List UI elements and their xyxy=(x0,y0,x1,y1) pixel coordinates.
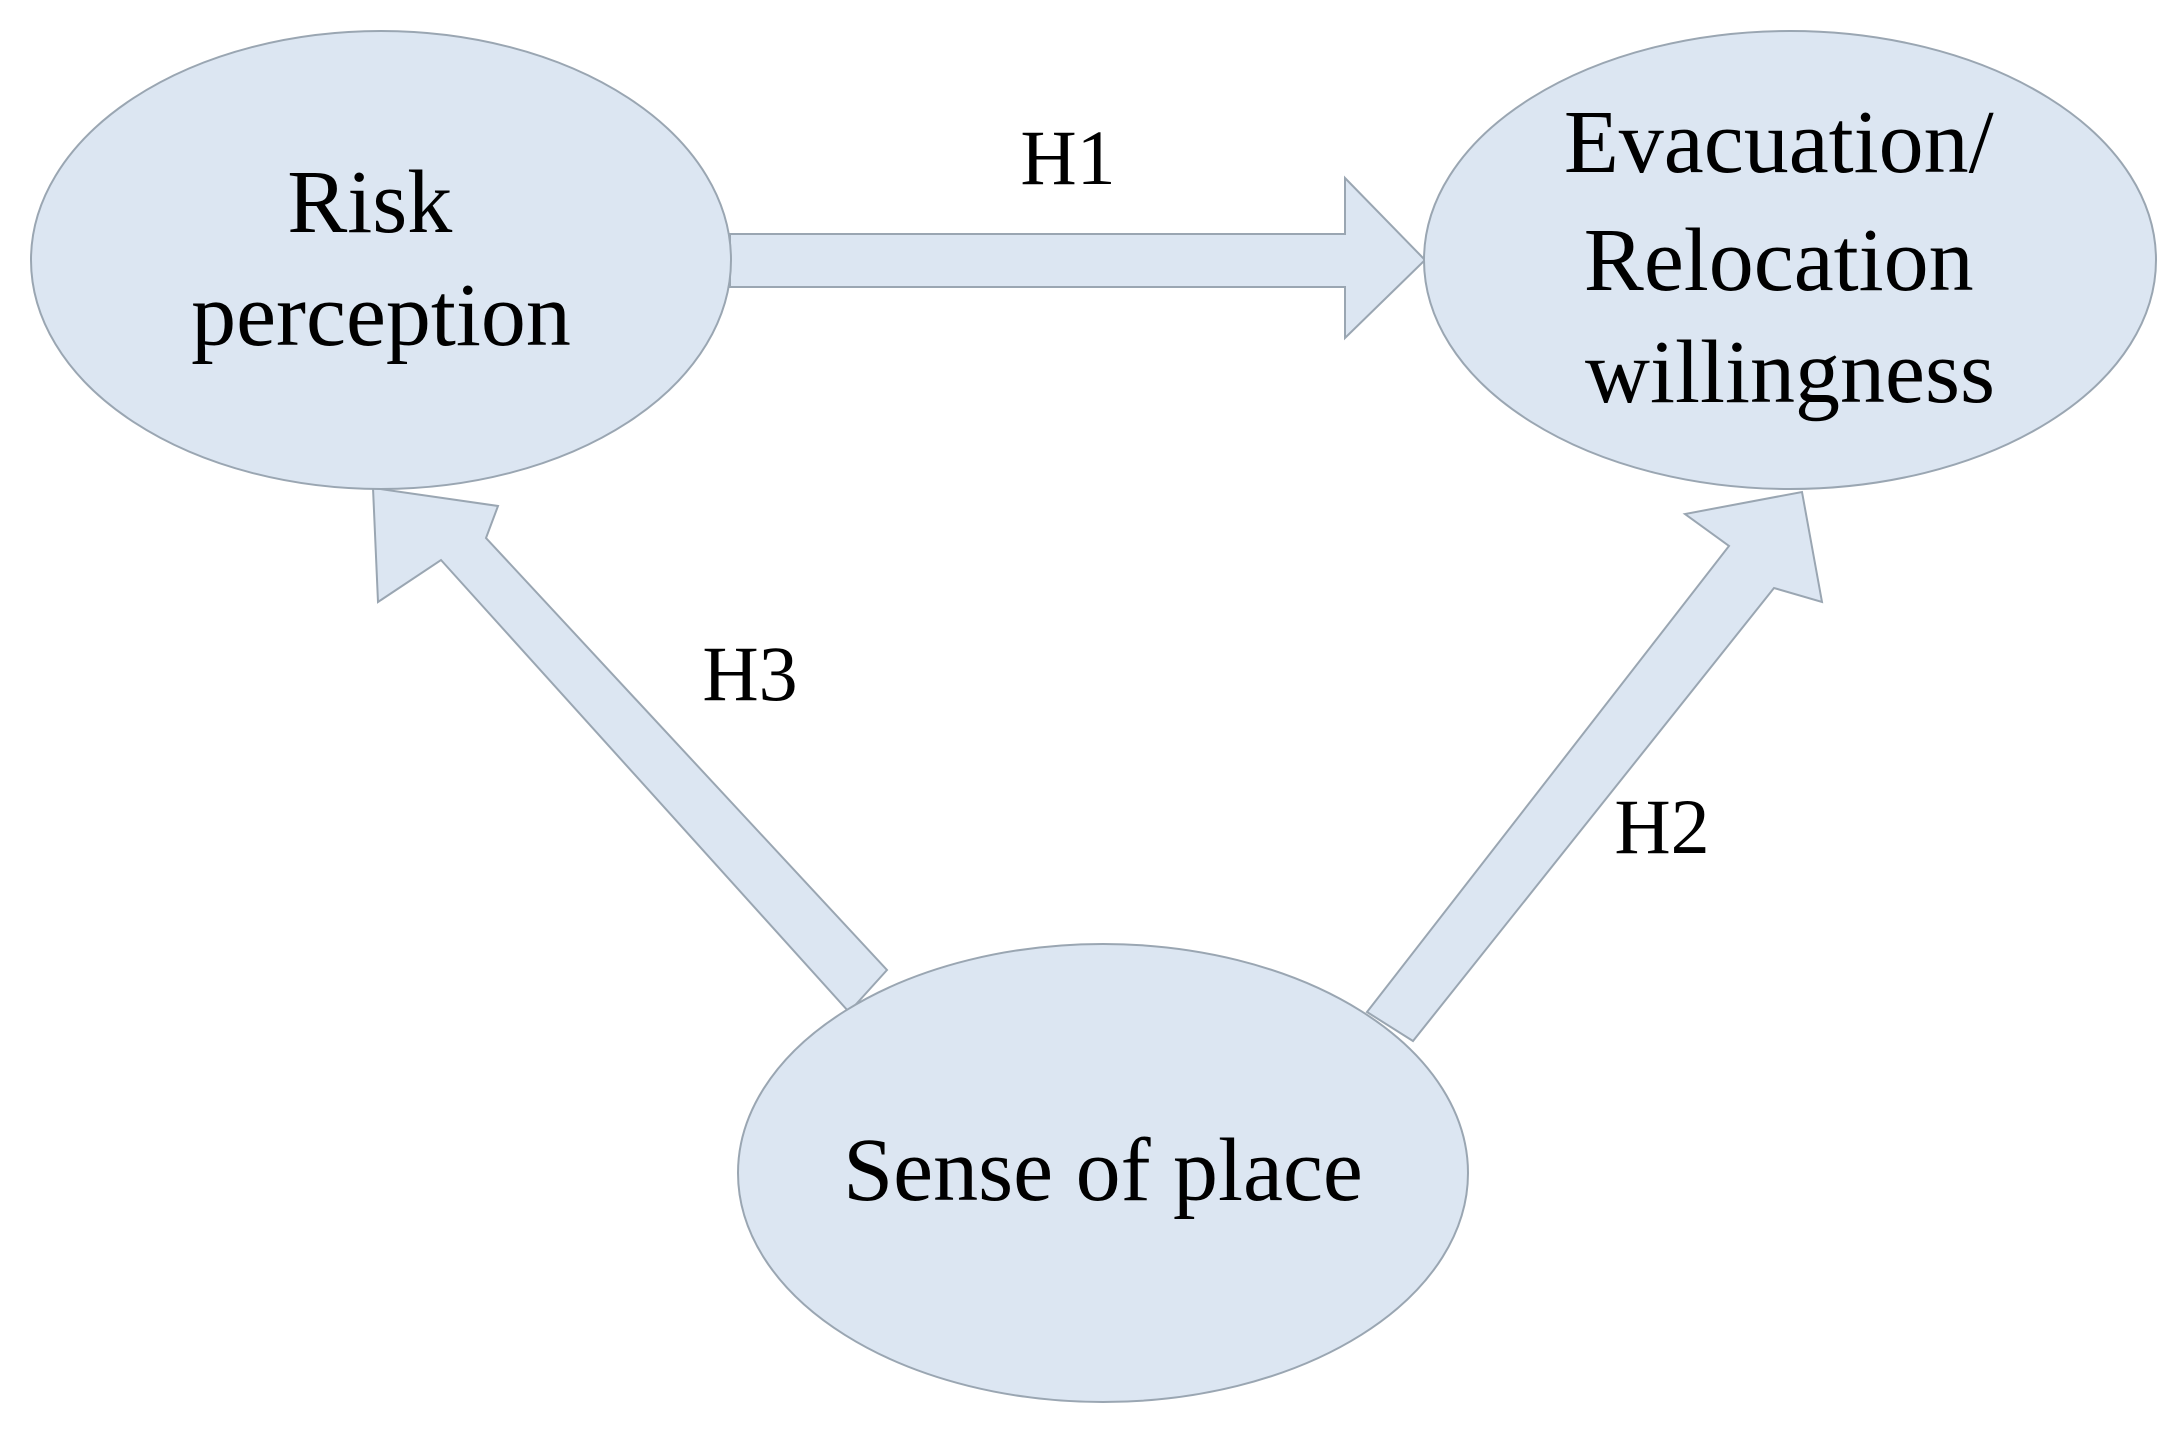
node-risk-perception-label: Risk perception xyxy=(191,153,571,365)
node-sense-of-place xyxy=(737,943,1469,1403)
risk-line-2: perception xyxy=(191,266,571,365)
arrow-h3 xyxy=(371,486,889,1014)
evac-line-3: willingness xyxy=(1585,323,1995,422)
risk-line-1: Risk xyxy=(287,153,452,252)
sense-line-1: Sense of place xyxy=(843,1121,1363,1220)
edge-label-h1: H1 xyxy=(1020,114,1115,201)
node-evacuation-label: Evacuation/ Relocation willingness xyxy=(1564,93,2016,422)
node-risk-perception xyxy=(30,30,732,490)
arrow-h2 xyxy=(1365,490,1824,1043)
evac-line-1: Evacuation/ xyxy=(1564,93,1994,192)
evac-line-2: Relocation xyxy=(1584,211,1974,310)
arrow-h1 xyxy=(729,175,1427,341)
node-evacuation-relocation-willingness xyxy=(1423,30,2157,490)
edge-label-h3: H3 xyxy=(702,630,797,717)
node-sense-of-place-label: Sense of place xyxy=(843,1121,1363,1220)
edge-label-h2: H2 xyxy=(1614,783,1709,870)
